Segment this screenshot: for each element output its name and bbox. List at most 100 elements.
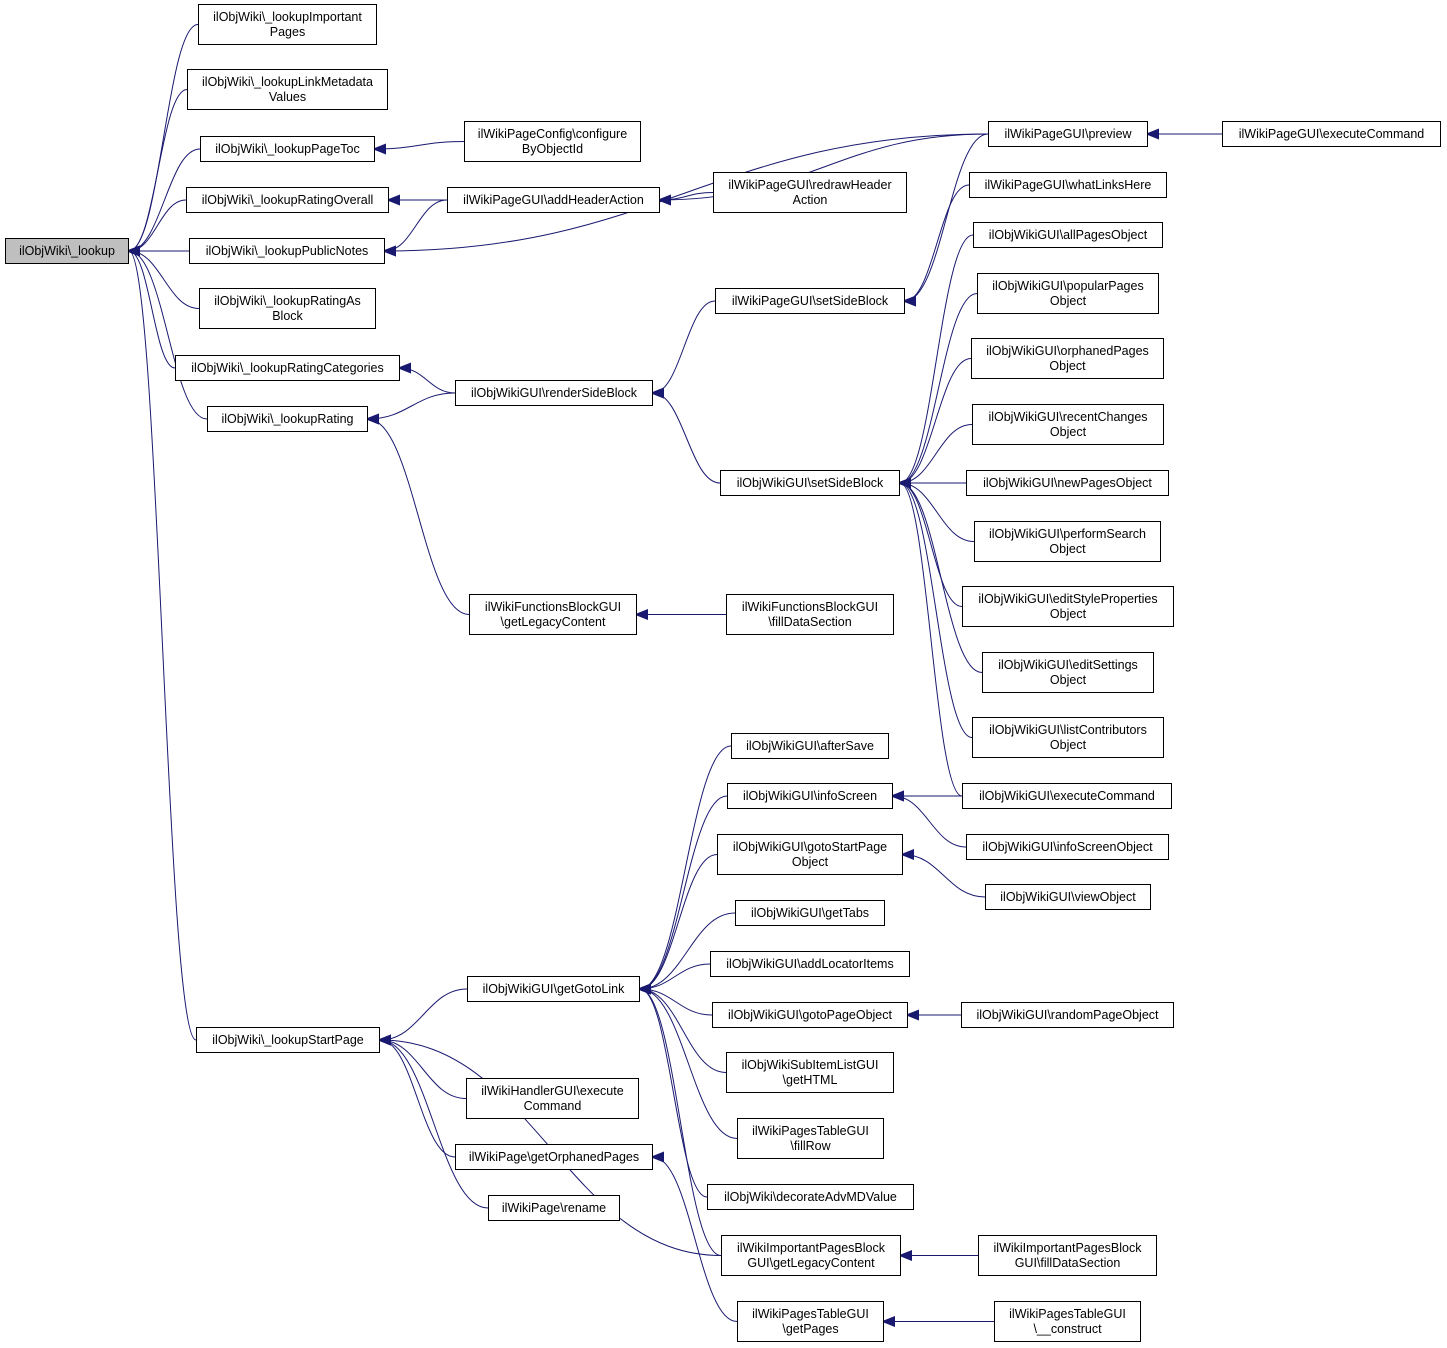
edge-impblock-to-getgoto [640,989,722,1256]
node-label: Object [1049,541,1086,556]
node-label: ilWikiPageGUI\whatLinksHere [984,177,1152,192]
node-randompage[interactable]: ilObjWikiGUI\randomPageObject [961,1002,1174,1028]
node-whatlinks[interactable]: ilWikiPageGUI\whatLinksHere [969,172,1167,198]
node-addlocator[interactable]: ilObjWikiGUI\addLocatorItems [710,951,910,977]
node-label: ilObjWikiGUI\renderSideBlock [470,385,638,400]
node-label: ilObjWikiGUI\recentChanges [988,409,1148,424]
node-label: ilWikiHandlerGUI\execute [481,1083,624,1098]
node-label: Object [1049,293,1087,308]
node-label: ilWikiPagesTableGUI [752,1306,869,1321]
node-label: \getLegacyContent [500,614,606,629]
node-rename[interactable]: ilWikiPage\rename [488,1195,620,1221]
node-label: ilWikiPageGUI\redrawHeader [728,177,892,192]
node-execcmd_wiki[interactable]: ilObjWikiGUI\executeCommand [962,783,1172,809]
node-preview[interactable]: ilWikiPageGUI\preview [988,121,1148,147]
node-lookup[interactable]: ilObjWiki\_lookup [5,238,129,264]
edge-aftersave-to-getgoto [640,745,732,989]
edge-setsideblock_page-to-rendersideblock [653,300,716,393]
edge-ratingoverall-to-lookup [129,199,187,251]
node-label: ilObjWikiGUI\editStyleProperties [978,591,1158,606]
node-label: ilObjWiki\_lookupLinkMetadata [202,74,373,89]
node-funcblock[interactable]: ilWikiFunctionsBlockGUI\getLegacyContent [469,594,637,635]
node-rendersideblock[interactable]: ilObjWikiGUI\renderSideBlock [455,380,653,406]
node-newpages[interactable]: ilObjWikiGUI\newPagesObject [966,470,1169,496]
node-viewobj[interactable]: ilObjWikiGUI\viewObject [985,884,1151,910]
node-ratingcat[interactable]: ilObjWiki\_lookupRatingCategories [175,355,400,381]
node-label: ilWikiImportantPagesBlock [737,1240,885,1255]
node-label: ilObjWiki\_lookupImportant [213,9,362,24]
node-subitem[interactable]: ilObjWikiSubItemListGUI\getHTML [726,1052,894,1093]
node-label: ilObjWikiGUI\gotoPageObject [728,1007,892,1022]
node-label: ilObjWikiGUI\viewObject [1000,889,1136,904]
node-label: ilObjWiki\_lookupRatingOverall [201,192,374,207]
node-label: ilObjWikiGUI\editSettings [998,657,1138,672]
edge-getorphaned-to-startpage [380,1040,456,1158]
edge-rename-to-startpage [380,1040,489,1209]
node-setsideblock_wiki[interactable]: ilObjWikiGUI\setSideBlock [720,470,900,496]
node-addheader[interactable]: ilWikiPageGUI\addHeaderAction [447,187,660,213]
edge-preview-to-publicnotes [385,133,989,251]
node-label: ilObjWikiGUI\allPagesObject [988,227,1148,242]
node-startpage[interactable]: ilObjWiki\_lookupStartPage [196,1027,380,1053]
node-label: Object [1049,358,1086,373]
node-label: Command [523,1098,582,1113]
node-label: ilObjWikiGUI\gotoStartPage [732,839,888,854]
node-label: ilWikiPageConfig\configure [477,126,628,141]
edge-redraw-to-addheader [660,192,714,201]
node-aftersave[interactable]: ilObjWikiGUI\afterSave [731,733,889,759]
node-construct[interactable]: ilWikiPagesTableGUI\__construct [994,1301,1141,1342]
edge-editstyle-to-setsideblock_wiki [900,483,963,607]
node-funcfill[interactable]: ilWikiFunctionsBlockGUI\fillDataSection [726,594,894,635]
edge-rendersideblock-to-ratingcat [400,368,456,394]
edge-execcmd_wiki-to-setsideblock_wiki [900,483,963,797]
edge-setsideblock_wiki-to-rendersideblock [653,393,721,484]
node-label: ilObjWiki\decorateAdvMDValue [724,1189,897,1204]
node-pagetoc[interactable]: ilObjWiki\_lookupPageToc [200,136,375,162]
node-getpages[interactable]: ilWikiPagesTableGUI\getPages [737,1301,884,1342]
node-label: Object [791,854,829,869]
node-infoscreenobj[interactable]: ilObjWikiGUI\infoScreenObject [966,834,1169,860]
node-ratingoverall[interactable]: ilObjWiki\_lookupRatingOverall [186,187,389,213]
node-label: ilObjWikiGUI\addLocatorItems [726,956,894,971]
node-label: GUI\fillDataSection [1014,1255,1121,1270]
node-label: ilWikiImportantPagesBlock [993,1240,1142,1255]
node-getorphaned[interactable]: ilWikiPage\getOrphanedPages [455,1144,653,1170]
node-gotopage[interactable]: ilObjWikiGUI\gotoPageObject [712,1002,908,1028]
node-label: ilObjWikiGUI\afterSave [746,738,874,753]
node-rating[interactable]: ilObjWiki\_lookupRating [207,406,368,432]
node-decorate[interactable]: ilObjWiki\decorateAdvMDValue [707,1184,914,1210]
node-getgoto[interactable]: ilObjWikiGUI\getGotoLink [467,976,640,1002]
node-label: Values [268,89,307,104]
node-gettabs[interactable]: ilObjWikiGUI\getTabs [735,900,885,926]
node-label: Action [792,192,828,207]
node-fillrow[interactable]: ilWikiPagesTableGUI\fillRow [737,1118,884,1159]
node-allpages[interactable]: ilObjWikiGUI\allPagesObject [973,222,1163,248]
node-label: Object [1049,737,1087,752]
node-label: ilWikiPagesTableGUI [1009,1306,1126,1321]
edge-gotostart-to-getgoto [640,854,718,990]
edge-getpages-to-getorphaned [653,1157,738,1322]
node-setsideblock_page[interactable]: ilWikiPageGUI\setSideBlock [715,288,905,314]
node-label: ilObjWiki\_lookupRatingCategories [191,360,384,375]
node-execcmd_page[interactable]: ilWikiPageGUI\executeCommand [1222,121,1441,147]
node-infoscreen[interactable]: ilObjWikiGUI\infoScreen [727,783,893,809]
node-publicnotes[interactable]: ilObjWiki\_lookupPublicNotes [189,238,385,264]
node-label: \getPages [782,1321,839,1336]
